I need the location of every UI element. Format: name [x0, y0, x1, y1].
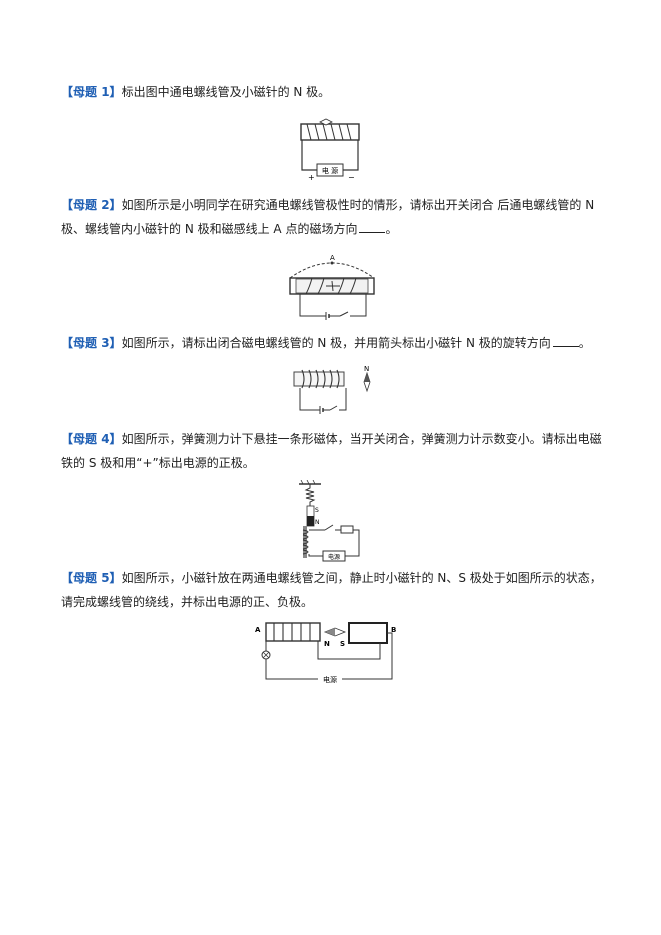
power-label: 电源	[323, 675, 337, 684]
figure-1-solenoid-circuit: 电 源 + −	[300, 118, 360, 182]
power-label: 电源	[328, 553, 340, 561]
question-text: 如图所示是小明同学在研究通电螺线管极性时的情形，请标出开关闭合 后通电螺线管的 …	[61, 198, 595, 236]
question-tag: 【母题 2】	[61, 198, 122, 212]
figure-3-solenoid-compass: N	[293, 365, 371, 414]
label-b: B	[391, 626, 396, 634]
question-3: 【母题 3】如图所示，请标出闭合磁电螺线管的 N 极，并用箭头标出小磁针 N 极…	[61, 335, 591, 350]
point-a-label: A	[330, 254, 335, 262]
question-5: 【母题 5】如图所示，小磁针放在两通电螺线管之间，静止时小磁针的 N、S 极处于…	[61, 566, 606, 614]
question-tag: 【母题 1】	[61, 85, 122, 99]
question-4: 【母题 4】如图所示，弹簧测力计下悬挂一条形磁体，当开关闭合，弹簧测力计示数变小…	[61, 427, 606, 475]
minus-sign: −	[348, 173, 355, 182]
magnet-n-label: N	[315, 519, 320, 526]
power-label: 电 源	[322, 166, 338, 175]
plus-sign: +	[308, 173, 315, 182]
needle-s-label: S	[340, 640, 345, 648]
question-tag: 【母题 3】	[61, 336, 122, 350]
question-tag: 【母题 5】	[61, 571, 122, 585]
figure-2-solenoid-field: A	[289, 254, 375, 320]
figure-4-spring-electromagnet: S N 电源	[299, 480, 360, 562]
answer-blank[interactable]	[552, 335, 579, 347]
label-a: A	[255, 626, 261, 634]
question-1: 【母题 1】标出图中通电螺线管及小磁针的 N 极。	[61, 80, 606, 104]
answer-blank[interactable]	[359, 221, 386, 233]
needle-n-label: N	[324, 640, 330, 648]
question-2: 【母题 2】如图所示是小明同学在研究通电螺线管极性时的情形，请标出开关闭合 后通…	[61, 198, 595, 236]
question-text: 如图所示，小磁针放在两通电螺线管之间，静止时小磁针的 N、S 极处于如图所示的状…	[61, 571, 602, 609]
question-text: 如图所示，弹簧测力计下悬挂一条形磁体，当开关闭合，弹簧测力计示数变小。请标出电磁…	[61, 432, 602, 470]
question-tag: 【母题 4】	[61, 432, 122, 446]
question-text: 如图所示，请标出闭合磁电螺线管的 N 极，并用箭头标出小磁针 N 极的旋转方向	[121, 336, 551, 350]
figure-5-two-solenoids: A B N S 电源	[255, 622, 396, 684]
compass-n-label: N	[364, 365, 369, 373]
magnet-s-label: S	[315, 507, 319, 514]
question-text: 标出图中通电螺线管及小磁针的 N 极。	[121, 85, 331, 99]
